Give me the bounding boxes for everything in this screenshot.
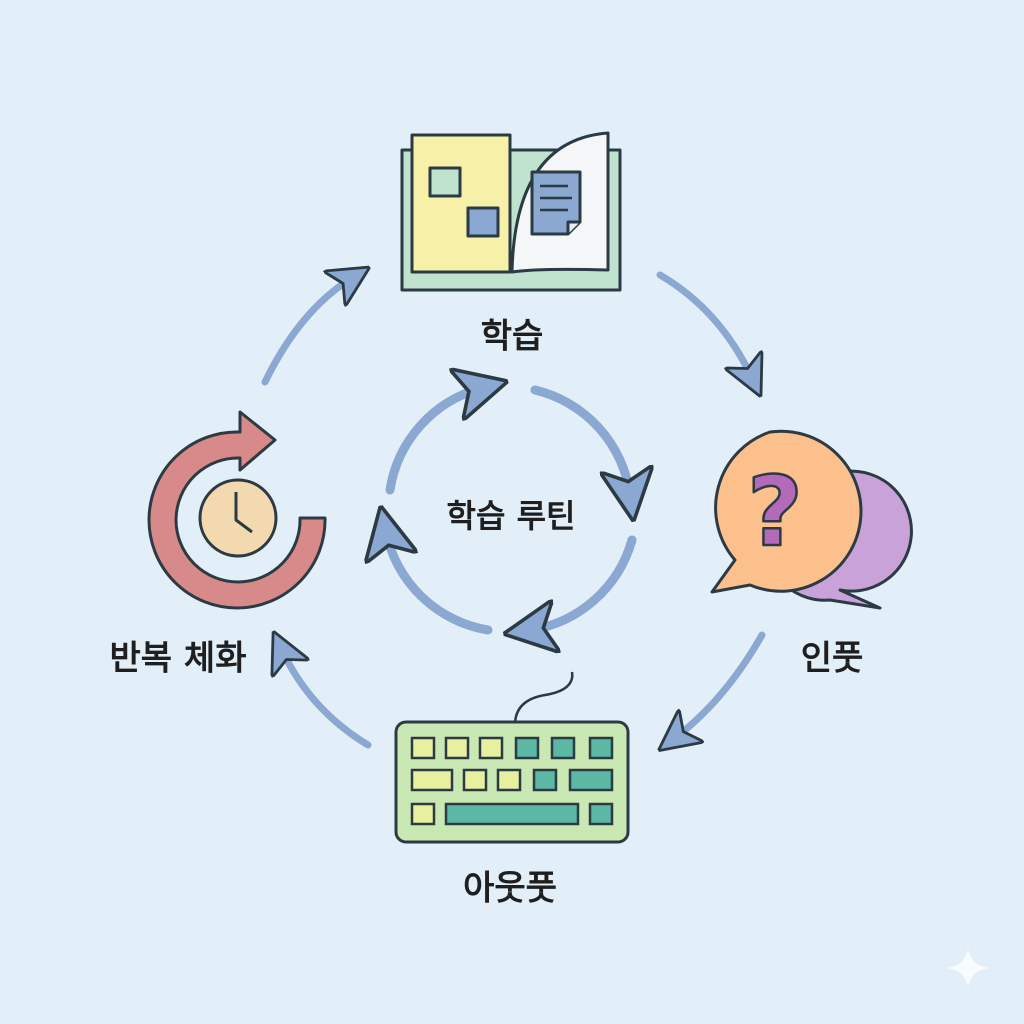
arrow-input-to-output [675, 631, 766, 738]
inner-cycle-arrows [386, 388, 632, 630]
arrow-repeat-to-study [261, 278, 352, 386]
open-book-icon [400, 131, 622, 292]
question-mark: ? [747, 456, 803, 568]
label-repeat: 반복 체화 [109, 638, 247, 679]
inner-arrow-3 [530, 535, 637, 630]
keyboard-icon [394, 671, 630, 844]
label-input: 인풋 [800, 638, 864, 679]
inner-arrow-2 [530, 385, 630, 495]
label-output: 아웃풋 [463, 868, 557, 909]
label-study: 학습 [480, 316, 544, 357]
question-speech-bubble-icon: ? [710, 429, 913, 610]
arrow-study-to-input [656, 271, 752, 378]
center-title: 학습 루틴 [446, 497, 576, 535]
inner-arrow-1 [385, 388, 482, 495]
arrow-output-to-repeat [282, 650, 372, 749]
sparkle-icon [946, 948, 990, 988]
inner-arrow-4 [386, 532, 493, 635]
clock-refresh-icon [147, 410, 327, 610]
